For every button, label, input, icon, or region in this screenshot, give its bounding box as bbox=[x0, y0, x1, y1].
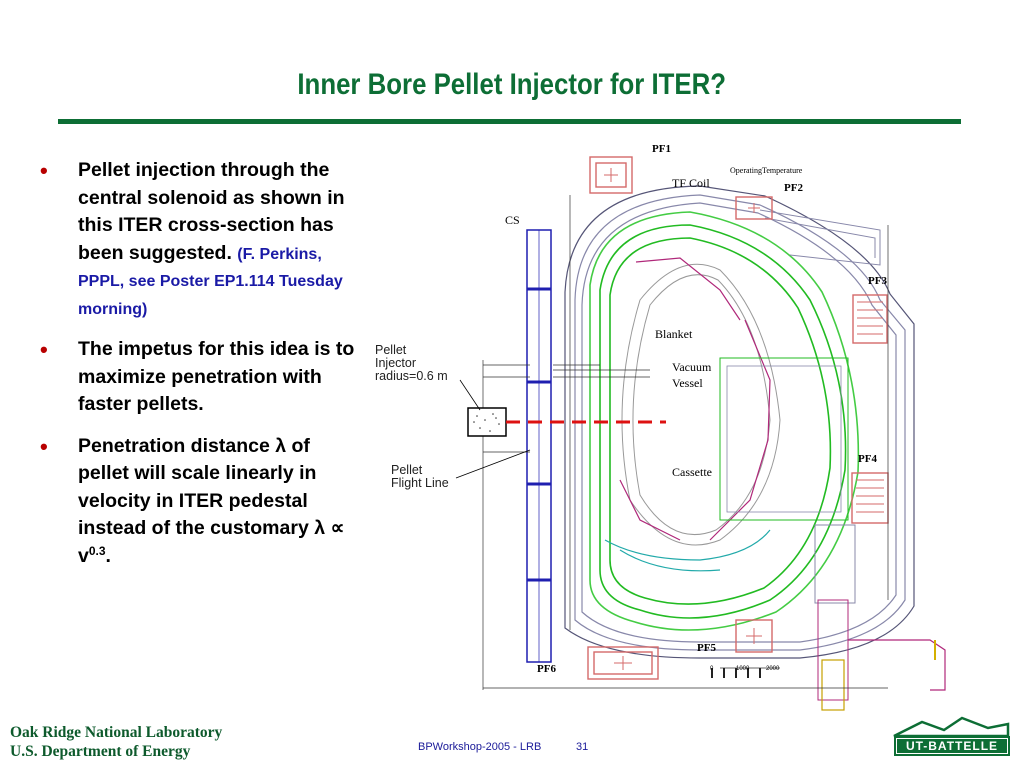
ut-battelle-logo: UT-BATTELLE bbox=[894, 736, 1010, 756]
operating-temperature-label: OperatingTemperature bbox=[730, 166, 803, 175]
proportional-formula: λ ∝ v bbox=[78, 517, 345, 567]
slide-title: Inner Bore Pellet Injector for ITER? bbox=[297, 68, 727, 101]
department-name: U.S. Department of Energy bbox=[10, 743, 191, 760]
lambda-symbol: λ bbox=[275, 434, 287, 457]
injector-label: Pellet Injector radius=0.6 m bbox=[375, 343, 448, 383]
bullet-text: Pellet injection through the central sol… bbox=[78, 159, 345, 264]
pf4-label: PF4 bbox=[858, 453, 877, 465]
sentence-end: . bbox=[105, 544, 111, 567]
workshop-label: BPWorkshop-2005 - LRB bbox=[418, 741, 542, 753]
cassette-label: Cassette bbox=[672, 465, 712, 479]
bullet-text: The impetus for this idea is to maximize… bbox=[78, 338, 355, 415]
bullet-item: • The impetus for this idea is to maximi… bbox=[38, 336, 358, 419]
bullet-list: • Pellet injection through the central s… bbox=[38, 157, 358, 586]
bullet-text: Penetration distance bbox=[78, 434, 276, 457]
cs-label: CS bbox=[505, 213, 520, 227]
logo-mountain-icon bbox=[893, 716, 1010, 738]
bullet-icon: • bbox=[40, 433, 48, 459]
pf5-label: PF5 bbox=[697, 642, 716, 654]
bullet-item: • Pellet injection through the central s… bbox=[38, 157, 358, 322]
scale-2000: 2000 bbox=[766, 666, 780, 672]
pf2-label: PF2 bbox=[784, 182, 803, 194]
citation-note: (F. Perkins, PPPL, see Poster EP1.114 Tu… bbox=[78, 245, 343, 318]
cross-section-drawing: PF1 PF2 PF3 PF4 PF5 PF6 TF Coil Operatin… bbox=[455, 143, 946, 711]
pf1-label: PF1 bbox=[652, 143, 671, 155]
vessel-label: Vessel bbox=[672, 376, 703, 390]
pf6-label: PF6 bbox=[537, 663, 556, 675]
blanket-label: Blanket bbox=[655, 327, 693, 341]
scale-0: 0 bbox=[710, 666, 714, 672]
pf3-label: PF3 bbox=[868, 275, 887, 287]
flight-line-label: Pellet Flight Line bbox=[391, 463, 449, 490]
tf-coil-label: TF Coil bbox=[672, 176, 710, 190]
page-number: 31 bbox=[576, 741, 589, 753]
lab-name: Oak Ridge National Laboratory bbox=[10, 724, 223, 741]
bullet-icon: • bbox=[40, 158, 48, 183]
central-solenoid bbox=[526, 229, 552, 663]
bullet-icon: • bbox=[40, 337, 48, 362]
formula-exponent: 0.3 bbox=[88, 543, 106, 558]
bullet-item: • Penetration distance λ of pellet will … bbox=[38, 433, 358, 573]
iter-cross-section-diagram: PF1 PF2 PF3 PF4 PF5 PF6 TF Coil Operatin… bbox=[360, 138, 1024, 723]
scale-1000: 1000 bbox=[736, 666, 750, 672]
bullet-text-continued: of pellet will scale linearly in velocit… bbox=[78, 434, 317, 540]
pf-coils bbox=[587, 156, 889, 680]
title-divider bbox=[58, 119, 961, 124]
vacuum-label: Vacuum bbox=[672, 360, 712, 374]
